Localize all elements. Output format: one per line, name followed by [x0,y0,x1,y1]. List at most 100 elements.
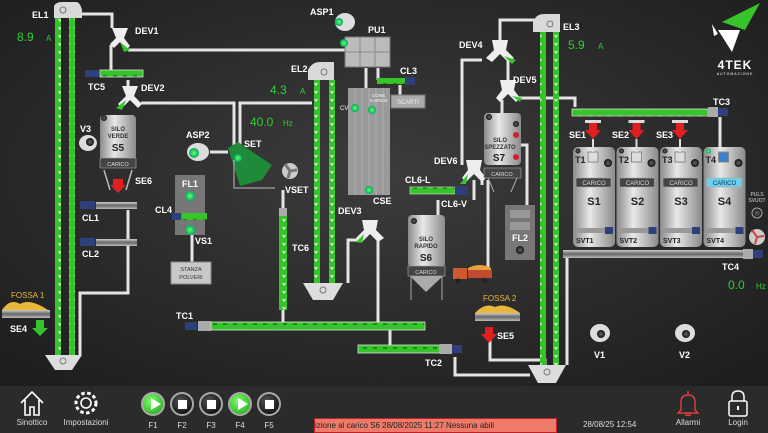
tank-valve[interactable] [705,228,736,233]
login-button[interactable]: Login [722,388,754,427]
fan-vset[interactable] [282,163,298,179]
logo-sub: AUTOMAZIONE [717,72,754,76]
diverter-dev3[interactable] [356,220,384,243]
tank-name: S2 [631,196,644,208]
conveyor-tc6[interactable] [279,208,287,310]
conveyor-tc2[interactable] [357,344,462,354]
tank-level-led [662,148,668,154]
se-valve-icon[interactable] [672,123,688,139]
s7-carico-button[interactable]: CARICO [491,172,513,178]
tank-carico-button[interactable] [575,177,612,188]
tank-carico-button[interactable] [619,177,655,188]
function-button-f4[interactable] [228,392,252,416]
screw-cl2[interactable] [80,238,137,246]
cleaner-pu1[interactable] [340,36,391,68]
function-button-f3[interactable] [199,392,223,416]
conveyor-tc1[interactable] [185,321,426,331]
tank-checkbox[interactable] [587,151,599,163]
function-button-f5[interactable] [257,392,281,416]
fan-v1[interactable] [590,324,610,342]
diverter-dev2[interactable] [116,86,142,110]
filter-fl2[interactable]: FL2 [505,205,535,260]
screw-cl1[interactable] [80,201,137,209]
asp1-label: ASP1 [310,7,334,17]
cl1-label: CL1 [82,213,99,223]
sinottico-button[interactable]: Sinottico [10,388,54,427]
conveyor-tc3[interactable] [571,107,728,117]
tank-carico-button[interactable] [706,177,742,188]
se6-label: SE6 [135,176,152,186]
function-label: F5 [264,421,274,430]
puls-svuot-button[interactable]: PULS SVUOT [748,192,766,219]
tc4-frequency: 0.0 [728,278,745,292]
impostazioni-button[interactable]: Impostazioni [58,388,114,427]
tc4-unit: Hz [756,282,766,291]
datetime: 28/08/25 12:54 [583,420,637,429]
s6-name: S6 [420,253,433,264]
elevator-el1[interactable] [45,2,82,370]
se5-valve-icon[interactable] [481,327,497,343]
tank-s4[interactable]: T4 CARICO S4 SVT4 [703,147,746,247]
filter-fl1[interactable]: FL1 [175,175,205,235]
conveyor-tc4[interactable] [563,249,763,259]
se4-valve-icon[interactable] [32,320,48,336]
screw-cl3[interactable] [377,77,415,85]
tank-carico-button[interactable] [662,177,699,188]
v2-label: V2 [679,350,690,360]
se1-label: SE1 [569,130,586,140]
set-frequency: 40.0 [250,115,274,129]
stanza-line2: POLVERI [179,275,203,281]
diverter-dev6[interactable] [460,160,486,184]
function-button-f2[interactable] [170,392,194,416]
s6-carico-button[interactable]: CARICO [415,270,437,276]
silo-s6[interactable]: SILO RAPIDO S6 CARICO [407,215,446,300]
tank-t-label: T3 [662,155,673,165]
tank-name: S4 [718,196,732,208]
tank-s1[interactable]: T1 CARICO S1 SVT1 [573,120,615,247]
tank-level-led [575,148,581,154]
tank-valve[interactable] [662,228,692,233]
function-button-f1[interactable] [141,392,165,416]
fan-v3[interactable] [79,135,97,151]
aspirator-asp2[interactable] [187,143,209,161]
fossa1-label: FOSSA 1 [11,291,45,300]
separator-set[interactable] [228,142,275,189]
tank-checkbox[interactable] [718,151,729,163]
conveyor-tc5[interactable] [85,69,144,78]
diverter-dev4[interactable] [486,40,516,64]
tank-valve[interactable] [575,228,605,233]
screw-cl6-l[interactable] [409,186,468,195]
el1-label: EL1 [32,10,49,20]
diverter-dev1[interactable] [110,28,130,52]
se-valve-icon[interactable] [585,123,601,139]
s5-carico-button[interactable]: CARICO [107,162,129,168]
tank-valve[interactable] [618,228,649,233]
gear-icon [74,391,98,415]
truck-icon [453,265,492,284]
silo-s7[interactable]: SILO SPEZZATO S7 CARICO [483,113,522,193]
tank-s3[interactable]: T3 CARICO S3 SVT3 [660,120,702,247]
svuot-label: SVUOT [748,198,765,204]
tank-carico-label: CARICO [713,181,737,187]
tank-checkbox[interactable] [631,151,642,163]
elevator-el2[interactable] [303,62,343,300]
fan-v2[interactable] [675,324,695,342]
s5-line2: VERDE [108,134,129,140]
cons-label: CONS. [372,93,386,98]
se-valve-icon[interactable] [628,123,645,139]
aspirator-asp1[interactable] [335,13,355,31]
carico-label: CARICO [370,98,388,103]
silo-s5[interactable]: SILO VERDE S5 CARICO [99,115,137,191]
fan-tc4[interactable] [749,229,765,245]
tank-name: S1 [587,196,600,208]
tank-valve-motor [648,227,657,234]
diverter-dev5[interactable] [496,80,522,102]
allarmi-button[interactable]: Allarmi [670,388,706,427]
pit-fossa2 [475,305,520,321]
elevator-el3[interactable] [528,14,566,383]
se6-valve-icon[interactable] [110,179,126,193]
s5-line1: SILO [111,127,125,133]
tank-checkbox[interactable] [674,151,686,163]
screw-cl4[interactable] [172,213,207,220]
tank-s2[interactable]: T2 CARICO S2 SVT2 [616,120,659,247]
